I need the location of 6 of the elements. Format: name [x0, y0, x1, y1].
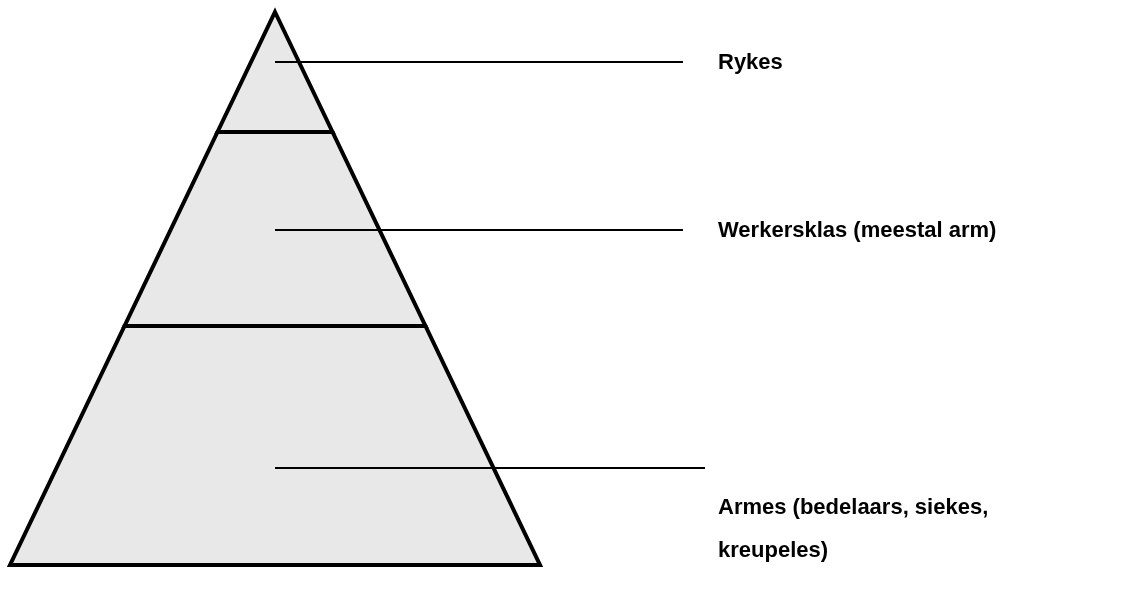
leader-line — [274, 229, 684, 231]
class-label: Werkersklas (meestal arm) — [718, 208, 1143, 251]
class-label: Armes (bedelaars, siekes, kreupeles) — [718, 485, 1048, 571]
leader-line — [274, 467, 706, 469]
class-label: Rykes — [718, 40, 1138, 83]
leader-line — [274, 61, 684, 63]
